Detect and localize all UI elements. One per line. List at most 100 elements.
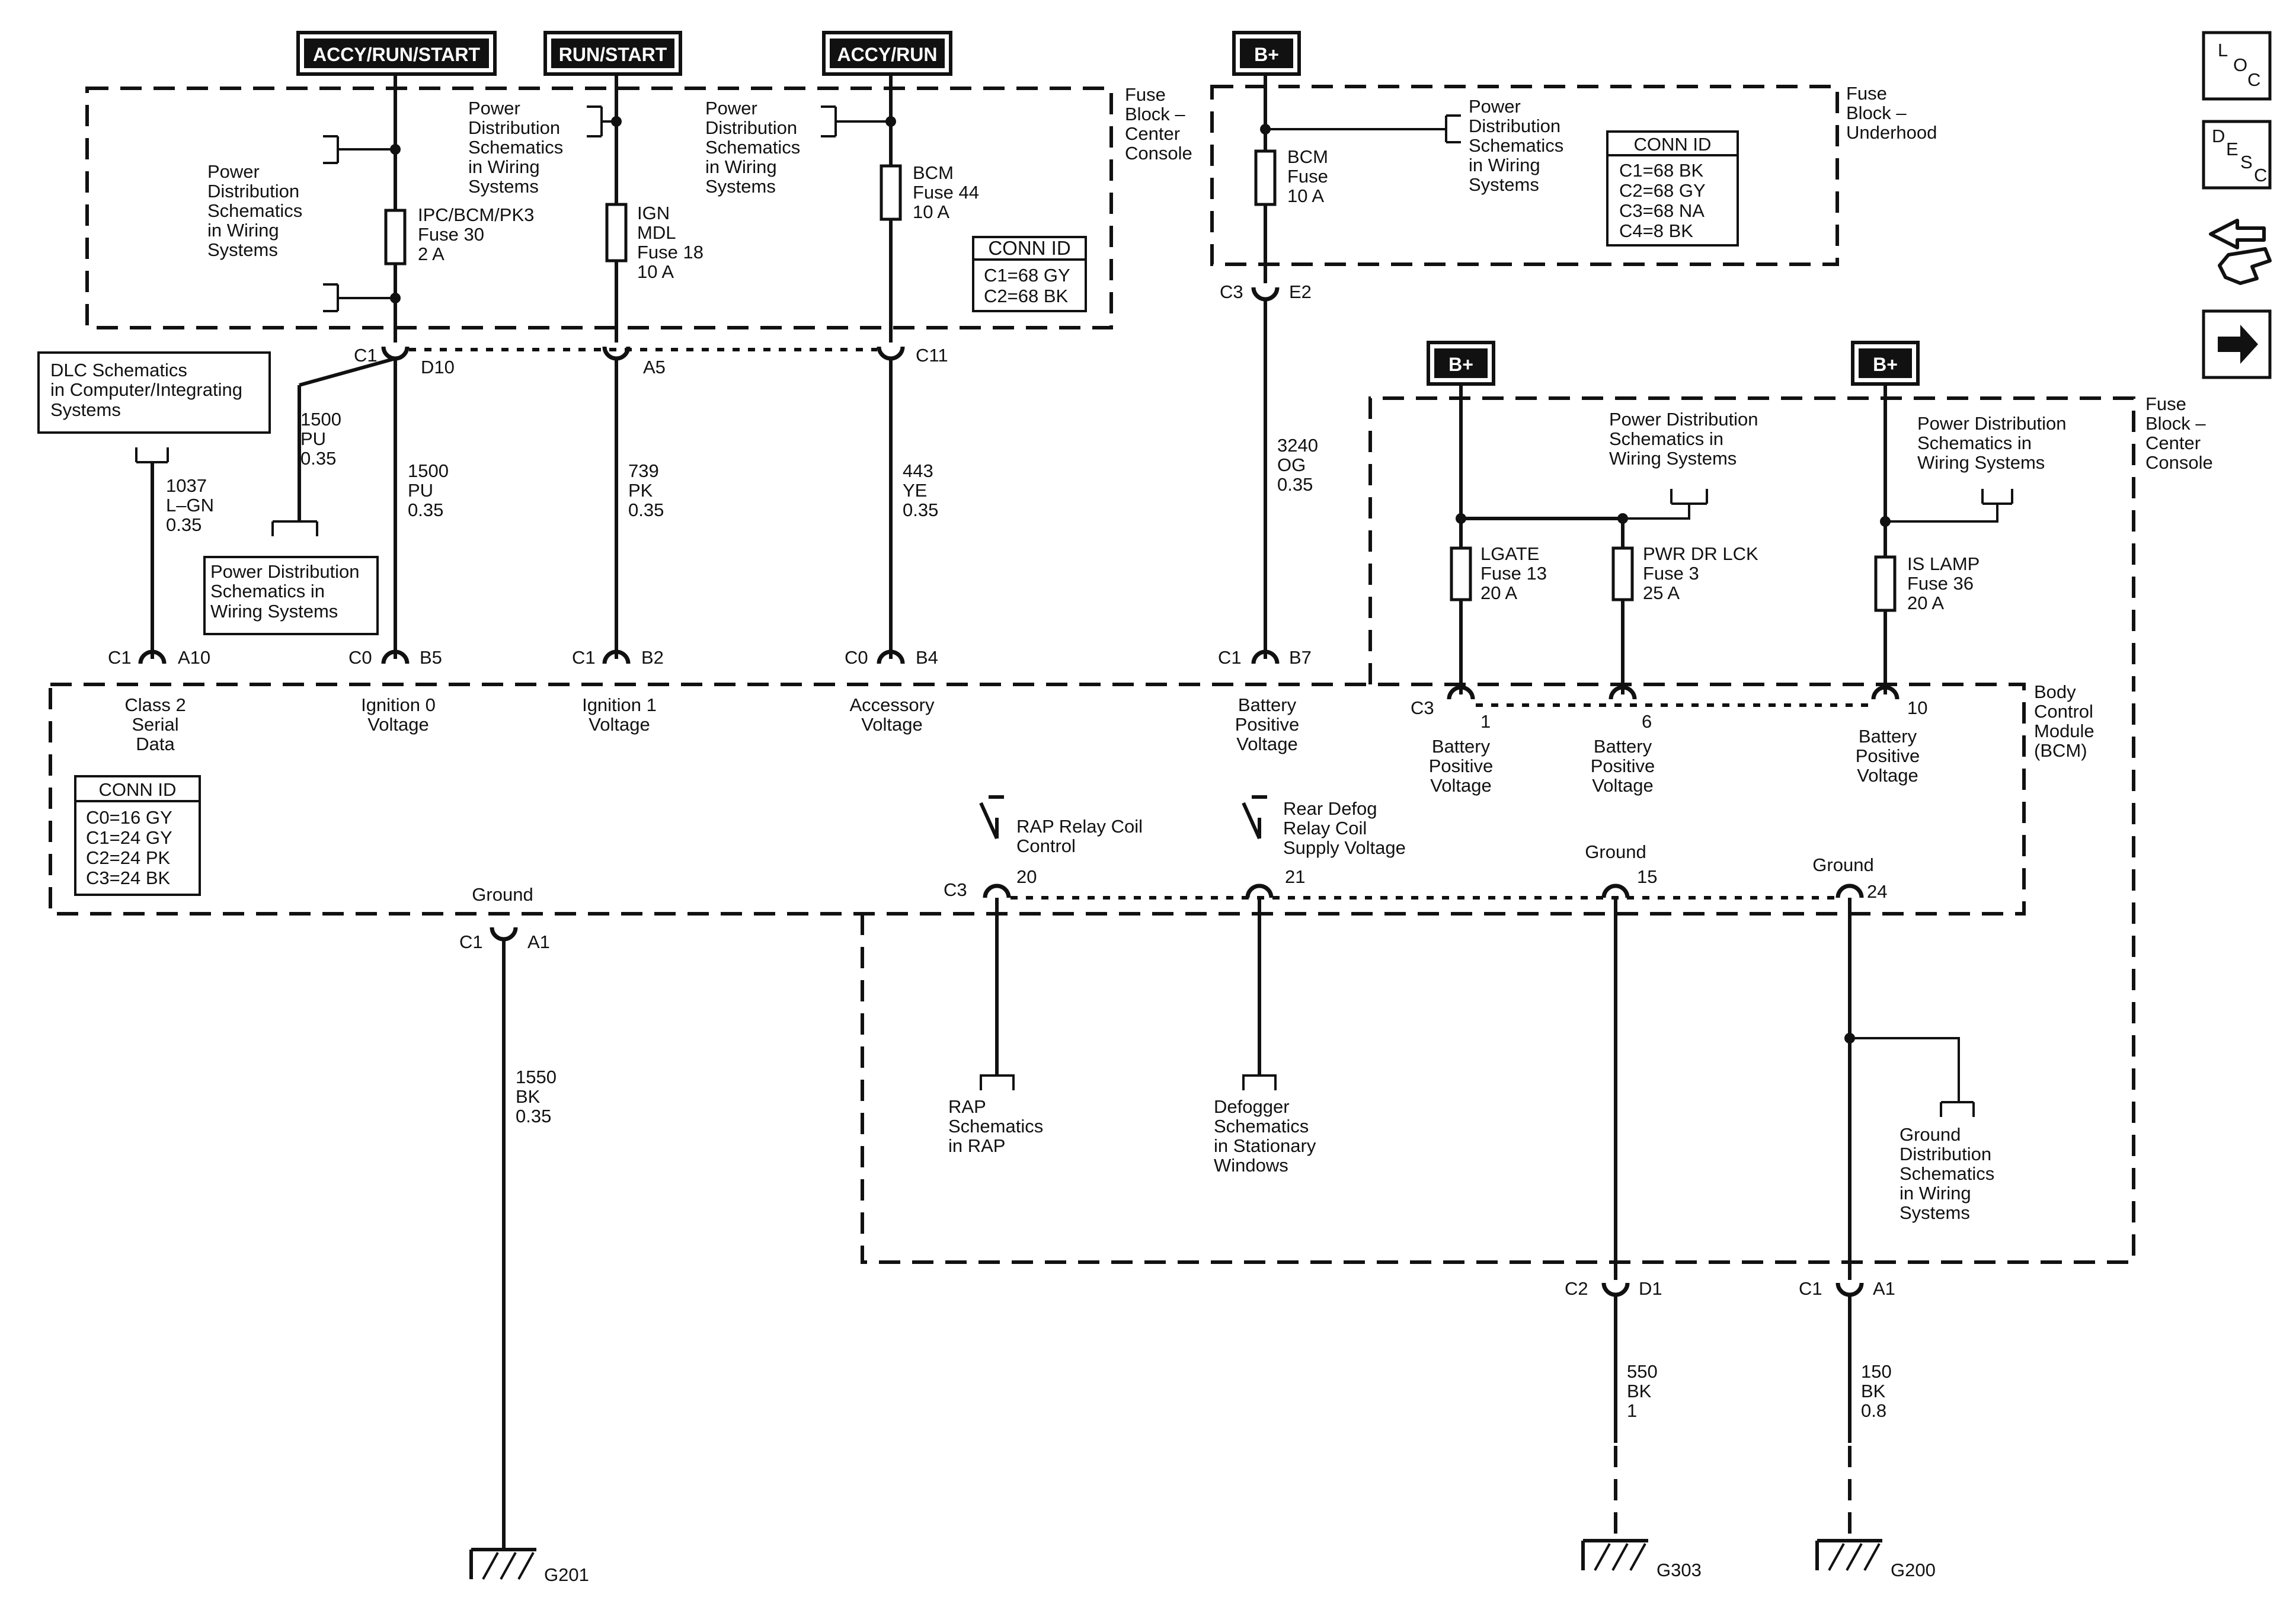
diagnostic-icon[interactable] xyxy=(2209,219,2272,285)
svg-text:Systems: Systems xyxy=(705,176,776,197)
svg-text:Rear Defog: Rear Defog xyxy=(1283,798,1377,819)
svg-text:1500: 1500 xyxy=(300,409,341,430)
svg-text:YE: YE xyxy=(903,480,927,501)
svg-text:1550: 1550 xyxy=(516,1067,557,1087)
ground-24 xyxy=(1835,884,1975,1541)
svg-text:443: 443 xyxy=(903,460,933,481)
svg-text:20 A: 20 A xyxy=(1907,593,1944,613)
ground-name-g201: G201 xyxy=(544,1564,589,1585)
svg-text:Fuse: Fuse xyxy=(1125,84,1166,105)
svg-text:Positive: Positive xyxy=(1429,756,1494,776)
pds-label-bcm: Power Distribution Schematics in Wiring … xyxy=(705,98,800,197)
svg-text:Underhood: Underhood xyxy=(1846,122,1937,143)
svg-text:C3: C3 xyxy=(1220,281,1243,302)
svg-text:C0: C0 xyxy=(845,647,868,668)
svg-text:Relay Coil: Relay Coil xyxy=(1283,818,1367,838)
svg-text:Positive: Positive xyxy=(1591,756,1655,776)
svg-text:Positive: Positive xyxy=(1856,745,1920,766)
svg-text:Schematics: Schematics xyxy=(1214,1116,1309,1137)
ref-ground: Ground Distribution Schematics in Wiring… xyxy=(1900,1124,1994,1223)
svg-text:Body: Body xyxy=(2034,681,2076,702)
fuse-ipc xyxy=(384,209,407,265)
loc-button[interactable]: L O C xyxy=(2202,31,2272,101)
ground-symbol-g200 xyxy=(1815,1539,1882,1571)
ref-defog: Defogger Schematics in Stationary Window… xyxy=(1214,1096,1316,1176)
svg-text:B7: B7 xyxy=(1289,647,1312,668)
rap-switch xyxy=(979,795,1015,1090)
svg-text:D10: D10 xyxy=(421,357,455,377)
svg-text:10: 10 xyxy=(1907,697,1927,718)
svg-text:Fuse: Fuse xyxy=(2145,393,2186,414)
ground-name-g303: G303 xyxy=(1657,1560,1702,1580)
ground-15 xyxy=(1601,884,1630,1541)
svg-text:Voltage: Voltage xyxy=(861,714,922,735)
ground-symbol-g303 xyxy=(1581,1539,1648,1571)
pds-label-left: Power Distribution Schematics in Wiring … xyxy=(207,161,302,260)
svg-text:BCM: BCM xyxy=(913,162,954,183)
svg-text:739: 739 xyxy=(628,460,659,481)
svg-text:0.35: 0.35 xyxy=(408,500,443,520)
fuse-block-center-console-right xyxy=(1368,396,2135,684)
svg-text:Ground: Ground xyxy=(472,884,533,905)
svg-text:C1=68 GY: C1=68 GY xyxy=(984,265,1070,286)
svg-text:Control: Control xyxy=(1016,836,1076,856)
svg-text:B+: B+ xyxy=(1254,44,1279,65)
svg-text:L–GN: L–GN xyxy=(166,495,214,516)
svg-text:Schematics: Schematics xyxy=(207,200,302,221)
svg-text:in Wiring: in Wiring xyxy=(468,156,540,177)
svg-text:2 A: 2 A xyxy=(418,244,445,264)
svg-text:C2=68 BK: C2=68 BK xyxy=(984,286,1069,306)
next-arrow-icon[interactable] xyxy=(2202,309,2272,379)
svg-text:Voltage: Voltage xyxy=(1430,775,1491,796)
svg-text:E2: E2 xyxy=(1289,281,1312,302)
circuit-is-lamp xyxy=(1871,384,2013,700)
svg-text:B+: B+ xyxy=(1448,354,1473,375)
svg-text:(BCM): (BCM) xyxy=(2034,740,2087,761)
svg-text:RAP Relay Coil: RAP Relay Coil xyxy=(1016,816,1143,837)
svg-text:Schematics in: Schematics in xyxy=(210,581,325,601)
svg-text:IPC/BCM/PK3: IPC/BCM/PK3 xyxy=(418,204,534,225)
svg-text:20: 20 xyxy=(1016,866,1037,887)
svg-text:Block –: Block – xyxy=(2145,413,2206,434)
svg-text:DLC Schematics: DLC Schematics xyxy=(50,360,187,380)
svg-text:C1: C1 xyxy=(459,932,483,952)
svg-text:1: 1 xyxy=(1480,711,1491,732)
desc-button[interactable]: D E S C xyxy=(2202,120,2272,190)
svg-text:Systems: Systems xyxy=(1469,174,1539,195)
ground-name-g200: G200 xyxy=(1891,1560,1936,1580)
svg-text:Windows: Windows xyxy=(1214,1155,1288,1176)
svg-text:1500: 1500 xyxy=(408,460,449,481)
svg-text:Power: Power xyxy=(468,98,520,119)
svg-text:D1: D1 xyxy=(1639,1278,1662,1299)
svg-text:PU: PU xyxy=(408,480,433,501)
svg-text:A10: A10 xyxy=(178,647,210,668)
svg-text:C1: C1 xyxy=(1799,1278,1822,1299)
svg-text:1: 1 xyxy=(1627,1400,1637,1421)
fuse-bcm-bplus-label: BCM Fuse 10 A xyxy=(1287,146,1328,206)
svg-text:in Wiring: in Wiring xyxy=(207,220,279,241)
svg-text:CONN ID: CONN ID xyxy=(988,237,1070,259)
svg-text:C0=16 GY: C0=16 GY xyxy=(86,807,172,828)
svg-text:Console: Console xyxy=(1125,143,1192,164)
circuit-accessory xyxy=(821,74,905,664)
wire-labels: 1037 L–GN 0.35 1500 PU 0.35 1500 PU 0.35… xyxy=(166,409,1892,1421)
svg-text:550: 550 xyxy=(1627,1361,1658,1382)
svg-text:Block –: Block – xyxy=(1846,103,1907,123)
svg-text:in Wiring: in Wiring xyxy=(705,156,777,177)
svg-text:Fuse: Fuse xyxy=(1287,166,1328,187)
svg-text:C: C xyxy=(2254,165,2267,185)
svg-text:BK: BK xyxy=(1861,1381,1886,1401)
svg-text:Ground: Ground xyxy=(1812,854,1873,875)
svg-text:MDL: MDL xyxy=(637,222,676,243)
circuit-ignition1 xyxy=(587,74,631,664)
fuse-pwr-label: PWR DR LCK Fuse 3 25 A xyxy=(1643,543,1758,603)
pds-label-bplus: Power Distribution Schematics in Wiring … xyxy=(1469,96,1563,195)
svg-text:6: 6 xyxy=(1642,711,1652,732)
svg-text:0.35: 0.35 xyxy=(903,500,938,520)
pds-label-islamp: Power Distribution Schematics in Wiring … xyxy=(1917,413,2067,473)
svg-text:1037: 1037 xyxy=(166,475,207,496)
svg-text:Schematics: Schematics xyxy=(1900,1163,1994,1184)
svg-text:C1: C1 xyxy=(572,647,596,668)
defog-switch xyxy=(1242,795,1277,1090)
svg-text:B+: B+ xyxy=(1873,354,1898,375)
